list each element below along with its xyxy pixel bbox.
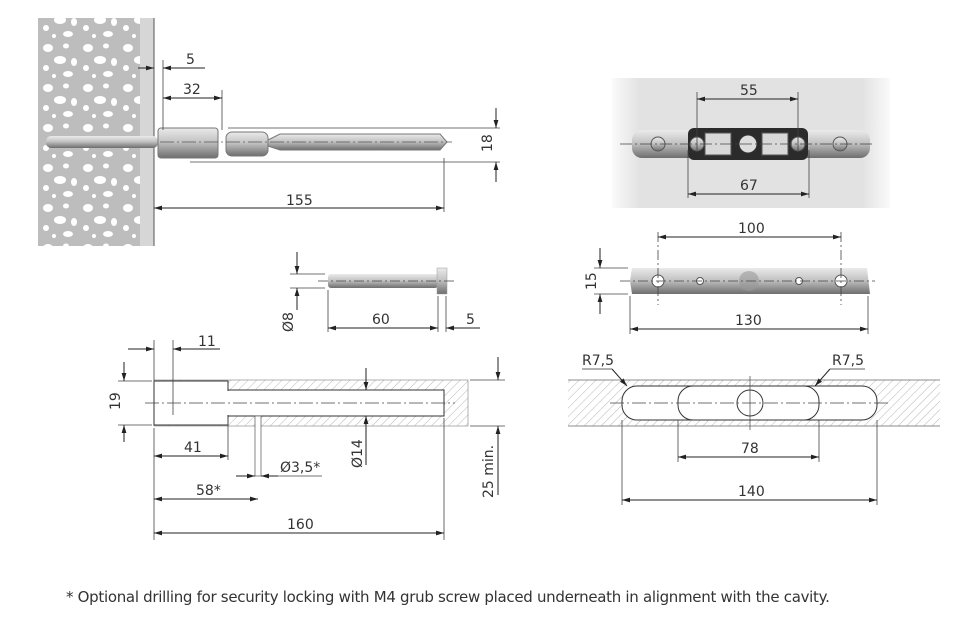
dim-r7-5-right: R7,5 [832, 353, 864, 369]
dim-d8: Ø8 [281, 312, 297, 332]
top-view: 55 67 [612, 78, 890, 208]
dim-140: 140 [738, 484, 765, 500]
dim-41: 41 [184, 440, 202, 456]
dim-11: 11 [198, 334, 216, 350]
dim-d14: Ø14 [350, 439, 366, 468]
dim-d3-5: Ø3,5* [280, 460, 320, 476]
dim-15: 15 [584, 272, 600, 290]
dim-155: 155 [286, 193, 313, 209]
dim-67: 67 [740, 178, 758, 194]
dim-25-min: 25 min. [481, 445, 497, 498]
dim-r7-5-left: R7,5 [582, 353, 614, 369]
dim-18: 18 [480, 134, 496, 152]
rod-body [267, 133, 448, 151]
anchor-sleeve [157, 127, 219, 159]
dim-100: 100 [738, 221, 765, 237]
dim-32: 32 [183, 82, 201, 98]
dim-19: 19 [108, 392, 124, 410]
cavity-section: R7,5 R7,5 78 140 [568, 353, 940, 505]
concrete-wall [38, 18, 153, 246]
pin-shaft [328, 274, 438, 288]
footnote: * Optional drilling for security locking… [66, 588, 830, 606]
pin-view: Ø8 60 5 [281, 252, 480, 332]
dim-78: 78 [741, 441, 759, 457]
dim-55: 55 [740, 83, 758, 99]
anchor-rod [46, 136, 158, 148]
dim-5-head: 5 [466, 312, 475, 328]
dim-5: 5 [186, 52, 195, 68]
installation-view: 5 32 155 18 [38, 18, 500, 246]
coupling [225, 131, 269, 157]
dim-130: 130 [735, 313, 762, 329]
plate-view: 100 15 130 [584, 221, 875, 334]
dim-58: 58* [196, 483, 221, 499]
bore-section: 11 19 41 Ø3,5* 58* Ø14 25 min. 160 [108, 334, 505, 540]
dim-60: 60 [372, 312, 390, 328]
dim-160: 160 [287, 517, 314, 533]
